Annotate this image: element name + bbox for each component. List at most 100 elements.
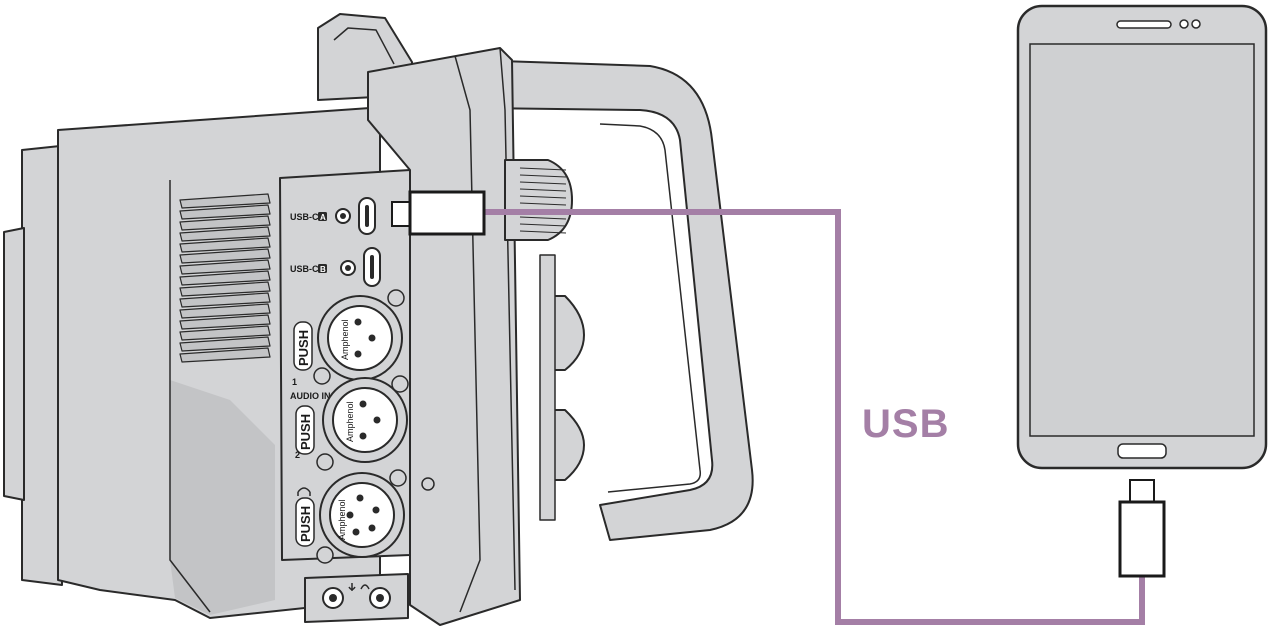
vent-fin <box>179 314 271 330</box>
audio-in-label: AUDIO IN <box>290 391 331 401</box>
xlr-1-pin-3 <box>368 334 376 342</box>
dial-knurl-line <box>519 216 567 220</box>
mic-jack-center <box>329 594 337 602</box>
dial-stem <box>539 254 556 521</box>
xlr-2-push-label: PUSH <box>298 414 313 450</box>
dial-knurl-line <box>519 188 567 192</box>
side-handle-inner <box>599 123 702 493</box>
dial-knurl-line <box>519 195 567 199</box>
vent-fin <box>179 292 271 308</box>
usb-cable-label: USB <box>862 402 949 446</box>
xlr-1-push-label: PUSH <box>296 330 311 366</box>
vent-fin <box>179 303 271 319</box>
xlr-2-screw-top <box>391 375 409 393</box>
vent-fin <box>179 237 271 253</box>
usb-c-b-label: USB-C <box>290 264 319 274</box>
xlr-1-push-group: PUSH <box>293 321 313 371</box>
smartphone-icon <box>1016 4 1268 470</box>
channel-1-label: 1 <box>292 377 297 387</box>
vent-grille <box>179 193 271 363</box>
xlr-1-screw-top <box>387 289 405 307</box>
xlr-2-face <box>332 387 398 453</box>
top-grip-inner <box>333 27 395 65</box>
xlr-3-push-button[interactable] <box>295 497 315 547</box>
xlr-2-pin-2 <box>359 432 367 440</box>
small-headphone-icon <box>360 584 370 590</box>
xlr-2-push-button[interactable] <box>295 405 315 455</box>
xlr-3-pin-3 <box>368 524 376 532</box>
xlr-1-face <box>327 305 393 371</box>
channel-2-label: 2 <box>295 450 300 460</box>
phone-usb-c-connector-icon <box>1118 479 1166 578</box>
xlr-2-brand: Amphenol <box>345 401 355 442</box>
dial-knurl-line <box>519 202 567 206</box>
bottom-jacks <box>322 583 391 609</box>
vent-fin <box>179 248 271 264</box>
usb-c-b-badge-bg <box>318 264 327 273</box>
xlr-3-pin-5 <box>346 511 354 519</box>
vent-fin <box>179 215 271 231</box>
xlr-3-screw-top <box>389 469 407 487</box>
side-plate-edge-2 <box>499 47 516 591</box>
usb-c-b-badge: B <box>320 265 326 274</box>
xlr-1-push-button[interactable] <box>293 321 313 371</box>
dial-1 <box>504 159 573 241</box>
xlr-3-push-group: PUSH <box>295 497 315 547</box>
dial-knurl-line <box>519 181 567 185</box>
dial-knurl-line <box>519 230 567 234</box>
xlr-headphone-output: Amphenol PUSH <box>295 469 407 564</box>
xlr-2-push-group: PUSH <box>295 405 315 455</box>
xlr-3-screw-bottom <box>316 546 334 564</box>
vent-fin <box>179 347 271 363</box>
headphone-icon <box>297 487 311 496</box>
body-lower-shade <box>170 380 275 615</box>
dial-1-knurl <box>519 167 567 234</box>
xlr-3-face <box>329 482 395 548</box>
phone-screen <box>1029 43 1255 437</box>
xlr-3-push-label: PUSH <box>298 506 313 542</box>
phone-plug-tip <box>1129 479 1155 503</box>
mic-icon <box>348 583 356 591</box>
vent-fin <box>179 270 271 286</box>
xlr-input-2: Amphenol PUSH 2 <box>295 375 409 471</box>
dial-knurl-line <box>519 167 567 171</box>
phone-camera-icon <box>1179 19 1189 29</box>
usb-c-a-badge-bg <box>318 212 327 221</box>
body-edge-line <box>169 180 211 613</box>
phone-sensor-icon <box>1191 19 1201 29</box>
lens-ring <box>3 227 25 501</box>
xlr-2-screw-bottom <box>316 453 334 471</box>
usb-c-b-port-slot <box>370 255 374 279</box>
phone-plug-body <box>1118 500 1166 578</box>
phone-home-button[interactable] <box>1117 443 1167 459</box>
usb-cable <box>484 209 1145 625</box>
vent-fin <box>179 259 271 275</box>
xlr-input-1: Amphenol PUSH 1 <box>292 289 405 387</box>
headphone-jack-center <box>376 594 384 602</box>
vent-fin <box>179 193 271 209</box>
xlr-3-pin-4 <box>352 528 360 536</box>
xlr-1-screw-bottom <box>313 367 331 385</box>
xlr-1-pin-2 <box>354 350 362 358</box>
usb-c-a-port-slot <box>365 205 369 227</box>
xlr-2-pin-1 <box>359 400 367 408</box>
xlr-3-pin-1 <box>356 494 364 502</box>
vent-fin <box>179 281 271 297</box>
vent-fin <box>179 336 271 352</box>
usb-c-a-label: USB-C <box>290 212 319 222</box>
phone-speaker <box>1116 20 1172 29</box>
vent-fin <box>179 226 271 242</box>
panel-screw <box>421 477 435 491</box>
xlr-2-pin-3 <box>373 416 381 424</box>
xlr-3-brand: Amphenol <box>337 499 347 540</box>
usb-c-port-b: USB-C B <box>290 247 381 287</box>
usb-c-a-led-dot <box>340 213 346 219</box>
usb-c-connector-icon <box>391 190 486 236</box>
dial-knurl-line <box>519 174 567 178</box>
usb-c-a-badge: A <box>320 213 326 222</box>
dial-knurl-line <box>519 223 567 227</box>
camera-plug-body <box>408 190 486 236</box>
vent-fin <box>179 204 271 220</box>
